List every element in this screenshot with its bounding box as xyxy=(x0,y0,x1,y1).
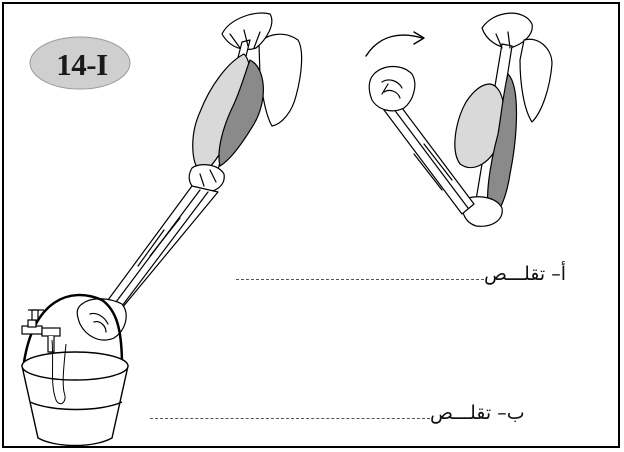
bucket-drawing xyxy=(22,340,128,446)
dashed-blank-line xyxy=(236,279,484,280)
dashed-blank-line xyxy=(150,418,430,419)
figure-number-label: 14-I xyxy=(34,40,130,90)
answer-line-a: أ– تقلـــص xyxy=(236,263,566,285)
curved-arrow-icon xyxy=(366,35,422,56)
label-a: أ– تقلـــص xyxy=(484,263,566,285)
figure-frame: 14-I أ– تقلـــص ب– تقلـــص xyxy=(2,2,620,448)
answer-line-b: ب– تقلـــص xyxy=(150,402,525,424)
label-b: ب– تقلـــص xyxy=(430,402,525,424)
flexed-arm-drawing xyxy=(366,13,552,226)
